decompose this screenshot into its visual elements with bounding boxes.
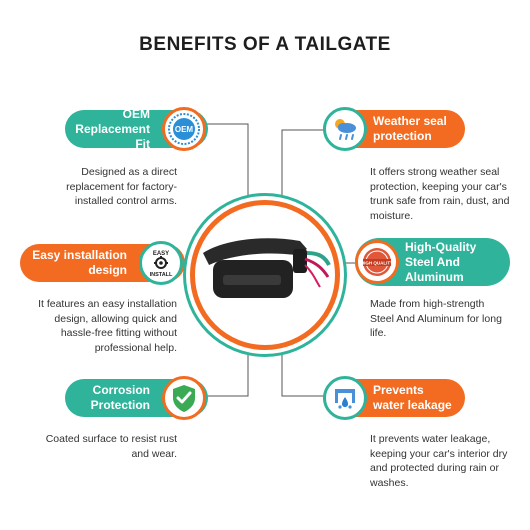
- easy-badge-bottom: INSTALL: [150, 272, 173, 278]
- oem-badge-icon: OEM: [162, 107, 206, 151]
- easy-install-icon: EASY INSTALL: [139, 241, 183, 285]
- tailgate-handle-image: [203, 238, 331, 298]
- high-quality-badge-icon: HIGH QUALITY: [355, 240, 399, 284]
- water-leak-icon: [323, 376, 367, 420]
- product-image-circle: [190, 200, 340, 350]
- shield-check-icon: [162, 376, 206, 420]
- oem-badge-text: OEM: [175, 125, 194, 134]
- easy-badge-top: EASY: [153, 251, 169, 257]
- benefit-water-leakage-description: It prevents water leakage,keeping your c…: [370, 433, 508, 489]
- high-quality-badge-text: HIGH QUALITY: [361, 261, 393, 266]
- page-title: BENEFITS OF A TAILGATE: [139, 34, 391, 55]
- weather-icon: [323, 107, 367, 151]
